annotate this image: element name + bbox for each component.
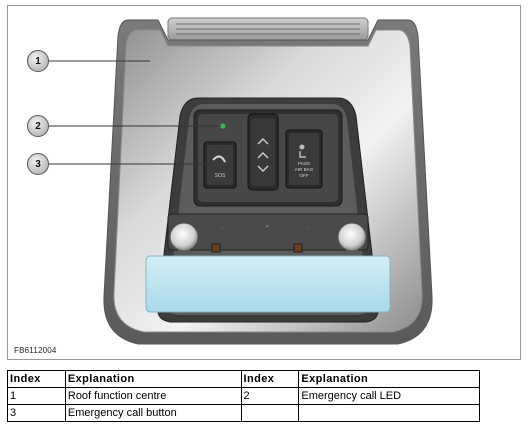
header-explanation-1: Explanation: [64, 370, 242, 388]
svg-text:AIR BAG: AIR BAG: [295, 167, 314, 172]
phone-handset-icon: [212, 155, 226, 163]
svg-text:→: →: [304, 224, 309, 230]
chevron-up-icon: [257, 138, 269, 145]
header-index-1: Index: [7, 370, 66, 388]
index-legend-table: Index Explanation Index Explanation 1 Ro…: [7, 370, 480, 422]
table-row: 1 Roof function centre 2 Emergency call …: [7, 387, 480, 405]
cell-index: [240, 404, 300, 422]
interior-light-rocker[interactable]: [247, 113, 279, 191]
cell-explanation: [298, 404, 480, 422]
svg-text:←: ←: [221, 224, 226, 230]
passenger-airbag-indicator: PASS AIR BAG OFF: [285, 129, 323, 189]
table-row: 3 Emergency call button: [7, 404, 480, 422]
svg-text:PASS: PASS: [298, 161, 310, 166]
emergency-call-button[interactable]: SOS: [203, 141, 237, 189]
button-indicator-left: [211, 243, 221, 253]
callout-3: 3: [27, 153, 49, 175]
cell-index: 3: [7, 404, 66, 422]
interior-lamp-lens: [145, 255, 391, 313]
header-index-2: Index: [240, 370, 300, 388]
roof-console-illustration: SOS PASS AIR BAG OFF ← ☀ →: [48, 17, 433, 345]
cell-explanation: Emergency call LED: [298, 387, 480, 405]
callout-1: 1: [27, 50, 49, 72]
cell-index: 1: [7, 387, 66, 405]
cell-explanation: Roof function centre: [64, 387, 242, 405]
svg-text:OFF: OFF: [299, 173, 308, 178]
header-explanation-2: Explanation: [298, 370, 480, 388]
emergency-call-led: [220, 123, 226, 129]
cell-index: 2: [240, 387, 300, 405]
button-indicator-right: [293, 243, 303, 253]
callout-2: 2: [27, 115, 49, 137]
table-header-row: Index Explanation Index Explanation: [7, 370, 480, 388]
chevron-down-icon: [257, 165, 269, 172]
figure-code: FB6112004: [14, 346, 57, 355]
reading-light-left-knob[interactable]: [169, 222, 199, 252]
svg-text:☀: ☀: [265, 224, 270, 230]
sos-label: SOS: [215, 173, 226, 179]
roof-function-centre-figure: SOS PASS AIR BAG OFF ← ☀ →: [7, 5, 521, 360]
cell-explanation: Emergency call button: [64, 404, 242, 422]
seat-occupant-icon: [299, 144, 305, 150]
reading-light-right-knob[interactable]: [337, 222, 367, 252]
chevron-up-icon: [257, 152, 269, 159]
